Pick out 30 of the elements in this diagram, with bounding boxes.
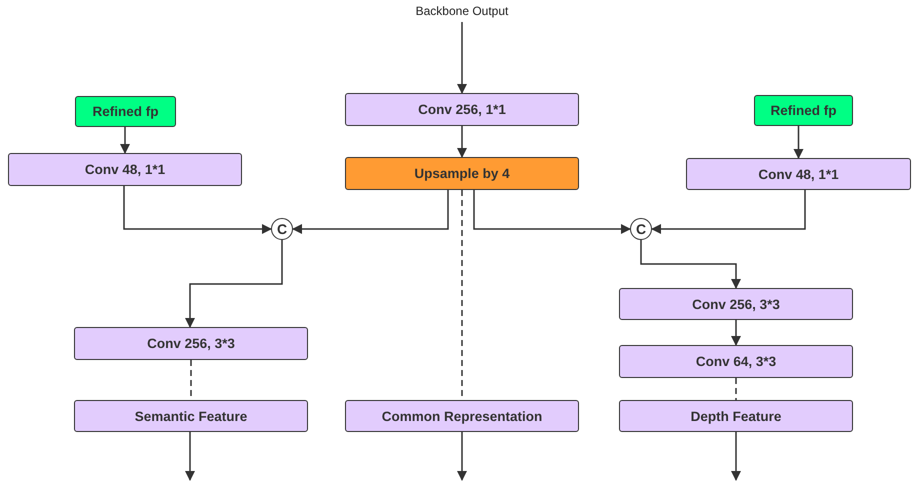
arrow — [731, 432, 741, 481]
process-box: Common Representation — [345, 400, 579, 432]
arrow — [457, 22, 467, 94]
arrow — [457, 432, 467, 481]
input-box: Refined fp — [75, 96, 176, 127]
process-box: Conv 256, 3*3 — [619, 288, 853, 320]
process-box: Depth Feature — [619, 400, 853, 432]
arrow — [731, 320, 741, 346]
arrow — [640, 240, 741, 289]
input-box: Refined fp — [754, 95, 853, 126]
process-box: Conv 64, 3*3 — [619, 345, 853, 378]
arrow — [292, 190, 449, 234]
process-box: Semantic Feature — [74, 400, 308, 432]
arrow — [185, 432, 195, 481]
arrow — [123, 186, 272, 234]
concat-circle: C — [271, 218, 293, 240]
upsample-box: Upsample by 4 — [345, 157, 579, 190]
arrow — [457, 126, 467, 158]
arrow — [120, 127, 130, 154]
arrow — [473, 190, 631, 234]
arrow — [185, 240, 283, 328]
arrow — [651, 190, 806, 234]
arrow — [794, 126, 804, 159]
process-box: Conv 256, 1*1 — [345, 93, 579, 126]
process-box: Conv 48, 1*1 — [686, 158, 911, 190]
process-box: Conv 256, 3*3 — [74, 327, 308, 360]
dashed-line — [735, 378, 737, 400]
process-box: Conv 48, 1*1 — [8, 153, 242, 186]
input-label: Backbone Output — [400, 0, 524, 22]
concat-circle: C — [630, 218, 652, 240]
